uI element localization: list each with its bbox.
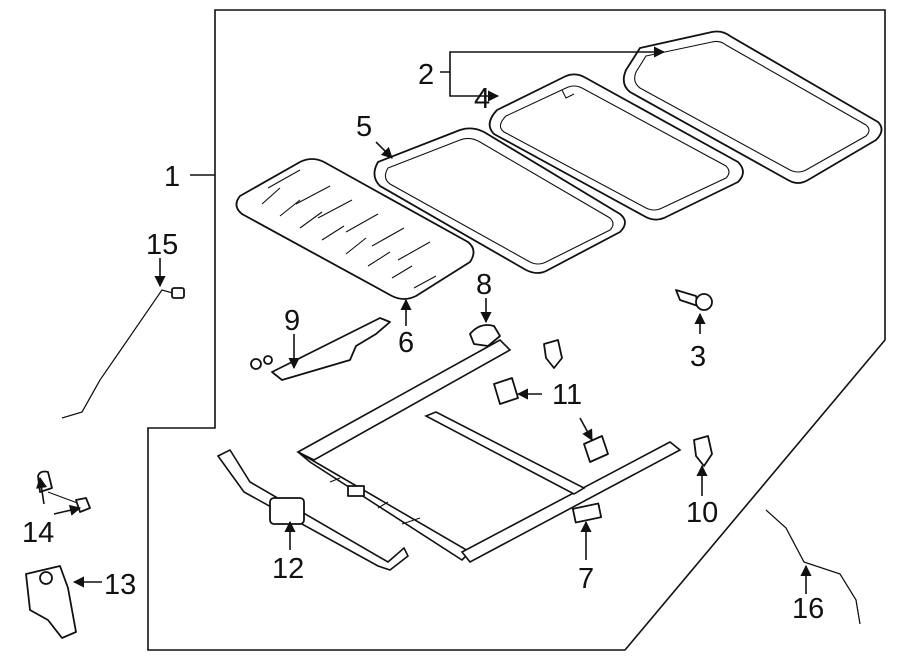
part-slide-shoe-b	[583, 435, 609, 463]
part-glass-panel	[488, 73, 744, 221]
part-link-arm	[250, 317, 391, 381]
callout-6: 6	[398, 327, 414, 359]
part-sunroof-frame	[296, 339, 682, 564]
callout-8: 8	[476, 269, 492, 301]
callout-4: 4	[474, 83, 490, 115]
callout-14: 14	[22, 517, 54, 549]
part-drain-hose-front	[61, 287, 185, 419]
callout-3: 3	[690, 341, 706, 373]
part-guide-block	[469, 324, 501, 347]
callout-15: 15	[146, 229, 178, 261]
callout-10: 10	[686, 497, 718, 529]
part-screw	[675, 289, 713, 311]
part-drain-hose-rear	[765, 509, 861, 625]
callout-5: 5	[356, 111, 372, 143]
callout-7: 7	[578, 563, 594, 595]
leader-lines	[35, 46, 812, 594]
callout-16: 16	[792, 593, 824, 625]
part-glass-seal	[622, 30, 883, 184]
part-bracket-left	[543, 339, 563, 369]
part-slide-shoe-a	[493, 377, 519, 405]
part-sunshade-headliner	[235, 158, 475, 300]
part-switch	[37, 470, 91, 513]
callout-11: 11	[552, 379, 582, 411]
callout-12: 12	[272, 553, 304, 585]
assembly-boundary-frame	[147, 9, 886, 651]
part-sunshade-panel	[373, 127, 626, 274]
part-drive-rail	[216, 448, 410, 571]
callout-9: 9	[284, 305, 300, 337]
callout-1: 1	[164, 161, 180, 193]
callout-2: 2	[418, 59, 434, 91]
part-bracket-right	[693, 435, 713, 467]
part-motor	[25, 565, 77, 639]
callout-13: 13	[104, 569, 136, 601]
